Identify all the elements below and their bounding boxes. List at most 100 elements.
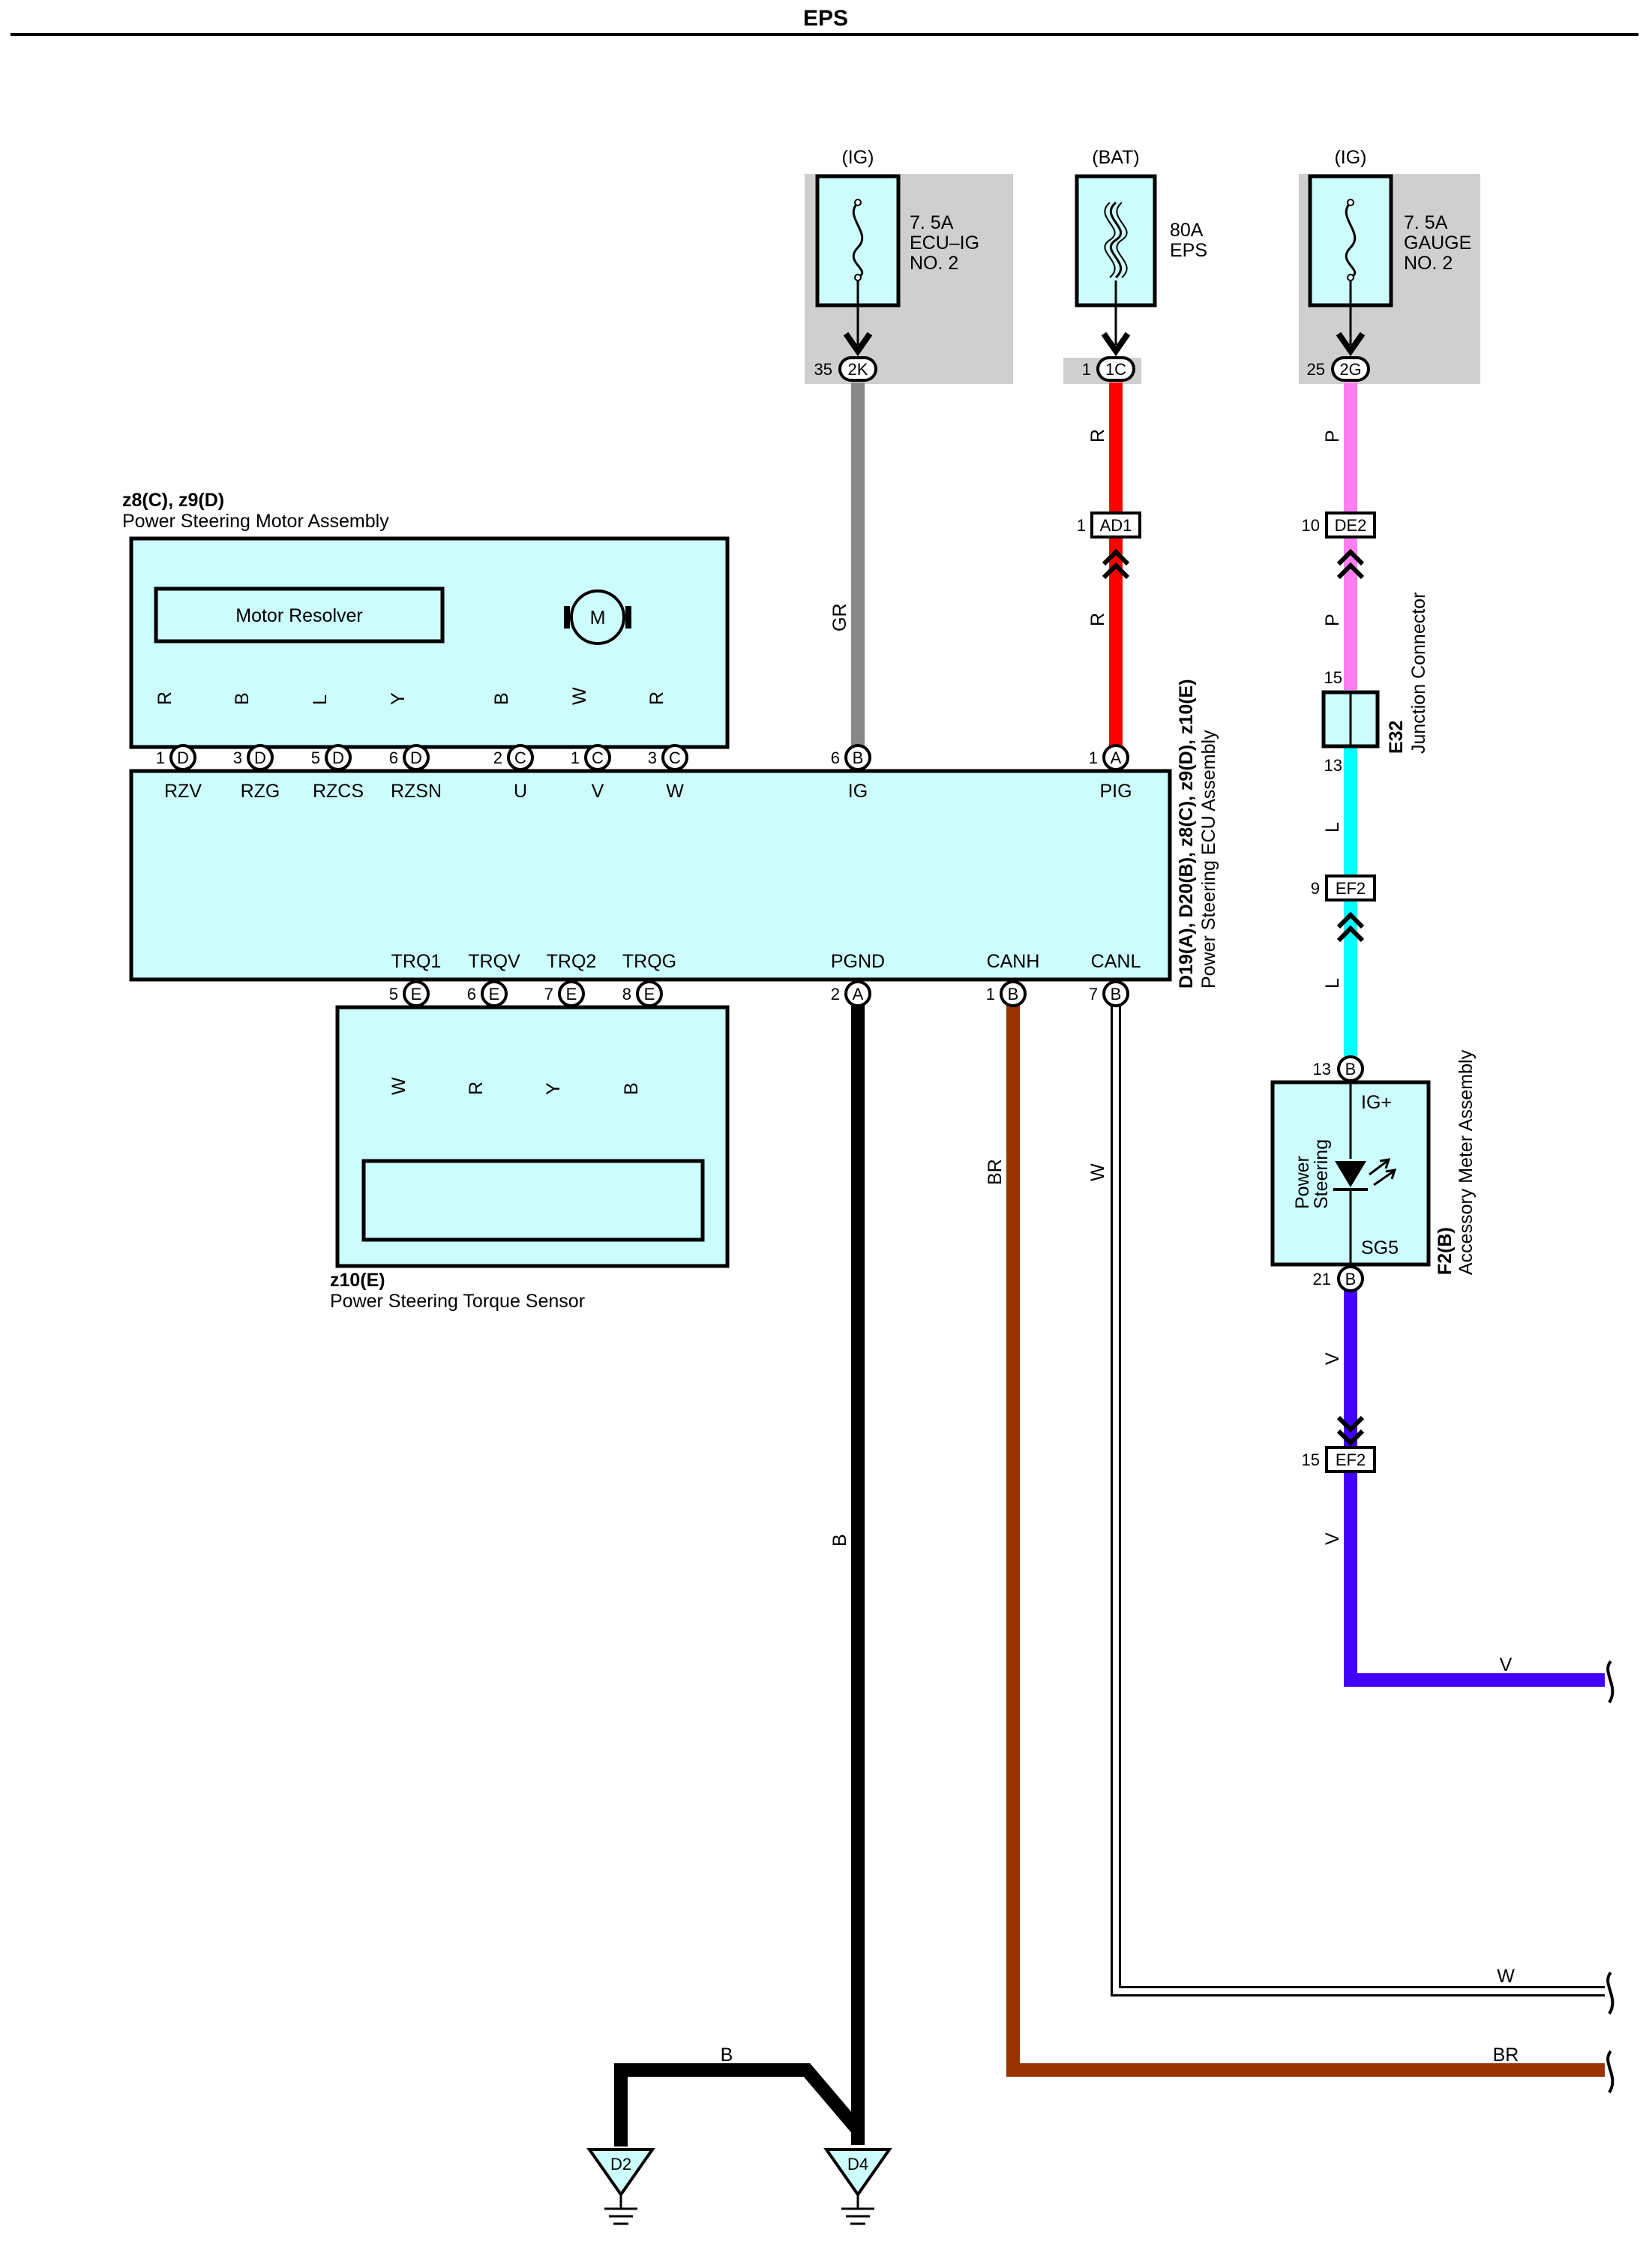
motor-code: z8(C), z9(D): [122, 490, 224, 511]
wire-b-ground-branch: [614, 2063, 863, 2146]
svg-text:6: 6: [389, 748, 398, 767]
svg-text:M: M: [590, 608, 606, 628]
ecu-bottom-pins: E5TRQ1E6TRQVE7TRQ2E8TRQGA2PGNDB1CANHB7CA…: [389, 951, 1141, 1007]
label-v-b: V: [1322, 1532, 1343, 1545]
fuse-3-power: (IG): [1334, 147, 1366, 168]
svg-text:E: E: [489, 985, 500, 1004]
motor-wire-3: L: [310, 694, 331, 705]
label-br-h: BR: [1493, 2044, 1519, 2066]
meter-indicator-line1: Power: [1292, 1156, 1313, 1209]
meter-name: Accessory Meter Assembly: [1456, 1049, 1477, 1275]
junction-connector-e32: 15 13: [1321, 668, 1380, 775]
meter-pin-bottom: B 21: [1313, 1265, 1364, 1292]
svg-text:A: A: [853, 985, 864, 1004]
fuse-2-line1: EPS: [1170, 240, 1207, 261]
junction-name: Junction Connector: [1408, 592, 1429, 754]
svg-text:8: 8: [622, 985, 631, 1004]
torque-wire-2: R: [466, 1082, 487, 1095]
svg-text:EF2: EF2: [1336, 879, 1366, 898]
svg-text:B: B: [1008, 985, 1019, 1004]
ecu-bottom-pin-pgnd: A2 PGND: [831, 951, 885, 1007]
svg-text:1: 1: [1089, 748, 1098, 767]
svg-text:7: 7: [1089, 985, 1098, 1004]
meter-indicator-line2: Steering: [1311, 1139, 1332, 1209]
svg-text:1: 1: [156, 748, 165, 767]
svg-text:10: 10: [1302, 516, 1320, 535]
ecu-bottom-pin-trq1: E5 TRQ1: [389, 951, 442, 1007]
svg-text:5: 5: [389, 985, 398, 1004]
svg-text:B: B: [853, 748, 864, 767]
fuse-3-line2: NO. 2: [1404, 253, 1453, 274]
fuse-ecu-ig: [815, 174, 901, 357]
ecu-bottom-terminal-label: TRQ1: [391, 951, 442, 972]
continuation-br-icon: [1606, 2050, 1615, 2094]
wire-br-canh: [1006, 994, 1605, 2077]
wire-w-canl-inner: [1113, 994, 1605, 1994]
ecu-bottom-terminal-label: TRQV: [468, 951, 520, 972]
label-b-vert: B: [829, 1534, 850, 1546]
ground-d2-icon: D2: [586, 2148, 655, 2225]
ecu-top-terminal-label: RZSN: [391, 781, 442, 802]
power-steering-indicator-icon: [1333, 1158, 1397, 1191]
svg-text:B: B: [1345, 1060, 1357, 1078]
ecu-top-terminal-label: V: [592, 781, 604, 802]
meter-pin-top: B 13: [1313, 1055, 1364, 1082]
page-title: EPS: [803, 6, 848, 31]
svg-text:D: D: [332, 748, 344, 767]
svg-text:6: 6: [831, 748, 840, 767]
fuse-3-line1: GAUGE: [1404, 232, 1471, 254]
ecu-bottom-terminal-label: TRQG: [622, 951, 676, 972]
svg-text:25: 25: [1307, 360, 1325, 379]
fuse-3-rating: 7. 5A: [1404, 212, 1448, 233]
torque-wire-1: W: [388, 1077, 409, 1095]
torque-wire-4: B: [621, 1082, 642, 1095]
fuse-2-rating: 80A: [1170, 220, 1204, 241]
label-b-gnd: B: [721, 2044, 733, 2066]
ecu-bottom-terminal-label: CANL: [1091, 951, 1141, 972]
svg-text:2G: 2G: [1339, 360, 1361, 379]
wire-v-sg5: [1344, 1279, 1605, 1687]
svg-text:2: 2: [831, 985, 840, 1004]
fuse-1-power: (IG): [841, 147, 874, 168]
ecu-bottom-pin-canl: B7 CANL: [1089, 951, 1141, 1007]
svg-text:1: 1: [571, 748, 580, 767]
ecu-top-terminal-label: RZV: [164, 781, 202, 802]
svg-text:35: 35: [814, 360, 832, 379]
svg-text:B: B: [1111, 985, 1122, 1004]
meter-code: F2(B): [1435, 1227, 1456, 1275]
motor-wire-4: Y: [388, 692, 409, 705]
svg-text:EF2: EF2: [1336, 1450, 1366, 1469]
ecu-bottom-terminal-label: TRQ2: [547, 951, 597, 972]
ecu-code: D19(A), D20(B), z8(C), z9(D), z10(E): [1176, 679, 1197, 988]
svg-text:D: D: [177, 748, 189, 767]
continuation-v-icon: [1606, 1660, 1615, 1704]
ecu-top-pin-w: C3W: [648, 744, 688, 802]
svg-text:D: D: [254, 748, 266, 767]
svg-text:E: E: [566, 985, 577, 1004]
label-p-top: P: [1322, 430, 1343, 442]
fuse-1-rating: 7. 5A: [910, 212, 954, 233]
label-v-a: V: [1322, 1352, 1343, 1365]
svg-text:C: C: [669, 748, 681, 767]
svg-text:C: C: [592, 748, 604, 767]
label-w-h: W: [1497, 1966, 1515, 1987]
svg-text:D2: D2: [610, 2155, 631, 2174]
label-v-h: V: [1500, 1654, 1513, 1676]
ecu-bottom-terminal-label: PGND: [831, 951, 885, 972]
connector-ef2-b: EF2 15: [1302, 1415, 1376, 1473]
svg-text:E: E: [411, 985, 422, 1004]
motor-resolver-box: [154, 586, 445, 644]
fuse-gauge: [1308, 174, 1393, 357]
meter-sg-label: SG5: [1361, 1238, 1399, 1258]
ecu-box: [129, 769, 1172, 982]
svg-text:15: 15: [1302, 1450, 1320, 1469]
meter-ig-label: IG+: [1361, 1092, 1392, 1113]
